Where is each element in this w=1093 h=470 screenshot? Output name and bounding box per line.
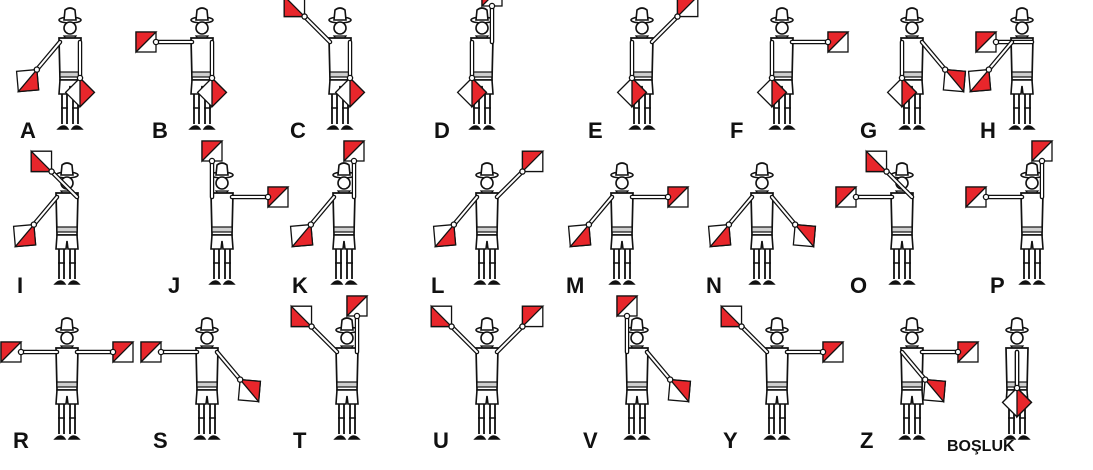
signal-cell: Z: [850, 310, 960, 460]
signal-letter-label: I: [17, 275, 23, 297]
flag: [217, 352, 260, 402]
signal-letter-label: M: [566, 275, 584, 297]
scout-figure: [475, 163, 499, 284]
scout-figure: [750, 163, 774, 284]
signal-letter-label: B: [152, 120, 168, 142]
signal-letter-label: T: [293, 430, 306, 452]
signal-letter-label: O: [850, 275, 867, 297]
signal-cell: E: [580, 0, 690, 150]
flag: [141, 342, 197, 362]
flag: [17, 42, 60, 92]
flag: [291, 197, 334, 247]
flag: [787, 342, 843, 362]
flag: [497, 151, 543, 197]
flag: [632, 187, 688, 207]
flag: [652, 0, 698, 42]
flag: [136, 32, 192, 52]
signal-letter-label: C: [290, 120, 306, 142]
signal-letter-label: V: [583, 430, 598, 452]
signal-cell: Y: [715, 310, 825, 460]
signal-cell: J: [160, 155, 270, 305]
flag: [836, 187, 892, 207]
scout-figure: [195, 318, 219, 439]
signal-letter-label: F: [730, 120, 743, 142]
signal-cell: K: [282, 155, 392, 305]
signal-cell: N: [700, 155, 810, 305]
flag: [966, 187, 1022, 207]
signal-cell: B: [140, 0, 250, 150]
signal-letter-label: U: [433, 430, 449, 452]
signal-illustration: [970, 155, 1080, 305]
signal-letter-label: Y: [723, 430, 738, 452]
signal-letter-label: H: [980, 120, 996, 142]
scout-figure: [610, 163, 634, 284]
scout-figure: [1010, 8, 1034, 129]
flag: [14, 197, 57, 247]
signal-letter-label: BOŞLUK: [947, 436, 1015, 458]
flag: [284, 0, 330, 42]
scout-figure: [765, 318, 789, 439]
signal-cell: G: [850, 0, 960, 150]
flag: [1, 342, 57, 362]
flag: [497, 306, 543, 352]
flag: [922, 42, 965, 92]
signal-letter-label: Z: [860, 430, 873, 452]
signal-cell: L: [425, 155, 535, 305]
flag: [431, 306, 477, 352]
signal-letter-label: G: [860, 120, 877, 142]
signal-cell: I: [5, 155, 115, 305]
signal-cell: H: [960, 0, 1070, 150]
signal-letter-label: R: [13, 430, 29, 452]
flag: [792, 32, 848, 52]
signal-letter-label: N: [706, 275, 722, 297]
signal-letter-label: S: [153, 430, 168, 452]
flag: [291, 306, 337, 352]
signal-cell: V: [575, 310, 685, 460]
flag: [772, 197, 815, 247]
flag: [434, 197, 477, 247]
flag: [232, 187, 288, 207]
signal-cell: M: [560, 155, 670, 305]
signal-illustration: [960, 0, 1070, 150]
signal-cell: U: [425, 310, 535, 460]
signal-cell: S: [145, 310, 255, 460]
signal-letter-label: D: [434, 120, 450, 142]
signal-letter-label: P: [990, 275, 1005, 297]
signal-letter-label: A: [20, 120, 36, 142]
signal-cell: A: [8, 0, 118, 150]
scout-figure: [475, 318, 499, 439]
signal-letter-label: L: [431, 275, 444, 297]
scout-figure: [900, 318, 924, 439]
flag: [77, 342, 133, 362]
signal-cell: T: [285, 310, 395, 460]
scout-figure: [55, 318, 79, 439]
signal-cell: P: [970, 155, 1080, 305]
flag: [721, 306, 767, 352]
signal-cell: BOŞLUK: [955, 310, 1065, 460]
flag: [647, 352, 690, 402]
signal-cell: R: [5, 310, 115, 460]
signal-letter-label: E: [588, 120, 603, 142]
flag: [569, 197, 612, 247]
signal-cell: D: [420, 0, 530, 150]
signal-letter-label: K: [292, 275, 308, 297]
signal-letter-label: J: [168, 275, 180, 297]
signal-cell: O: [840, 155, 950, 305]
flag: [709, 197, 752, 247]
signal-cell: C: [278, 0, 388, 150]
signal-cell: F: [720, 0, 830, 150]
